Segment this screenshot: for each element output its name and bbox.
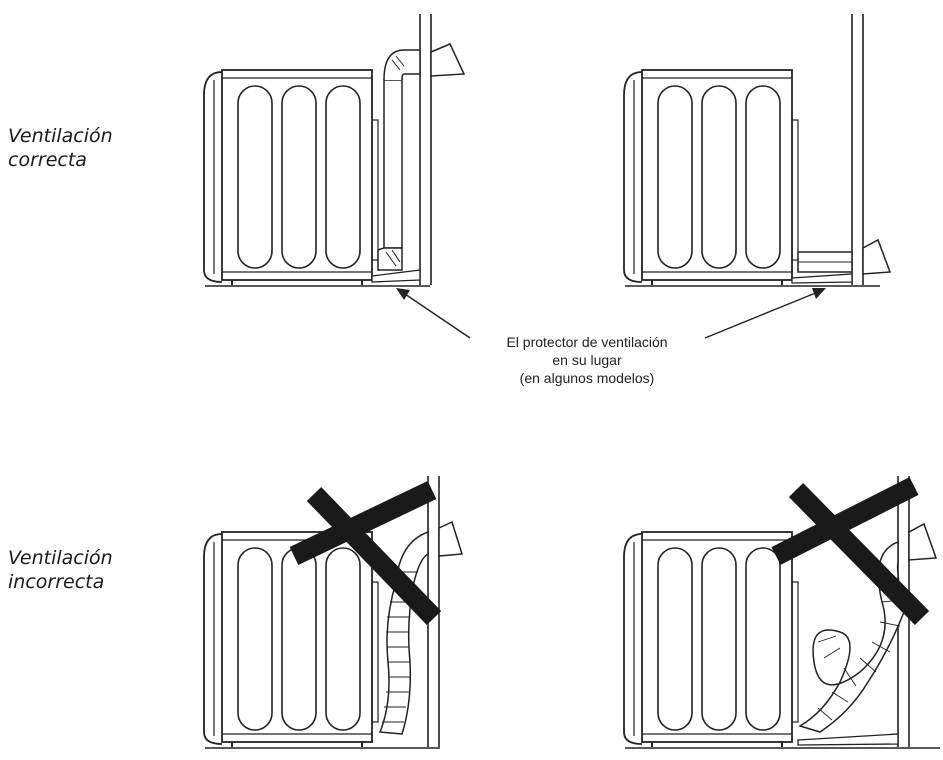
dryer-incorrect-looped [624, 476, 940, 748]
arrow-icon [812, 288, 826, 299]
callout-arrows [396, 288, 826, 338]
arrow-icon [396, 288, 410, 300]
dryer-correct-up [204, 14, 464, 286]
dryer-correct-straight [624, 14, 890, 286]
